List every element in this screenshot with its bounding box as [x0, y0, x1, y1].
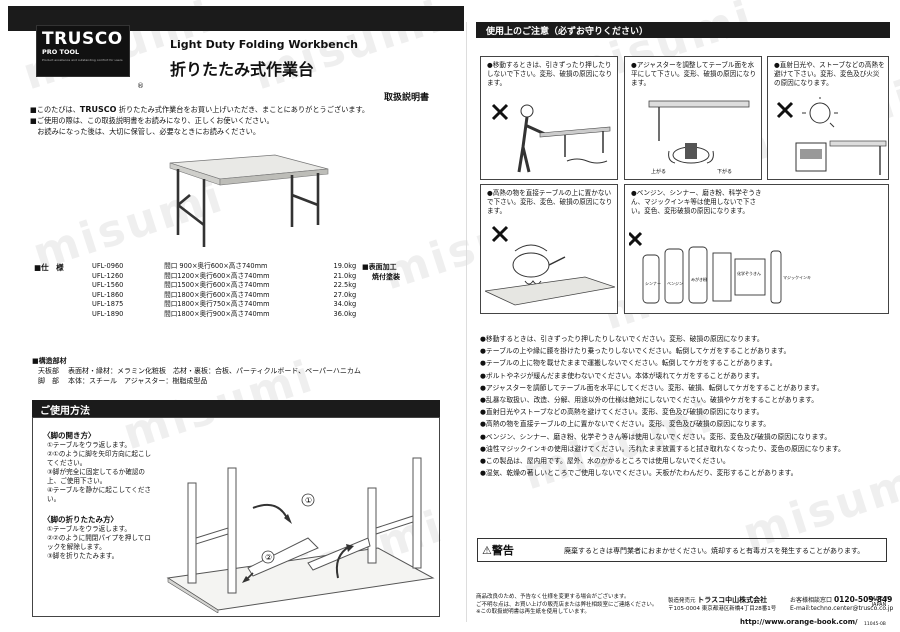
caution-item: ●テーブルの上や縁に腰を掛けたり乗ったりしないでください。転倒してケガをすること… [480, 347, 791, 356]
spec-model: UFL-1875 [92, 300, 124, 308]
caution-item: ●油性マジックインキの使用は避けてください。汚れたまま放置すると拭き取れなくなっ… [480, 444, 845, 453]
manual-label: 取扱説明書 [384, 93, 430, 103]
usage-header: ご使用方法 [32, 400, 440, 417]
caution-item: ●移動するときは、引きずったり押したりしないでください。変形、破損の原因になりま… [480, 335, 764, 343]
open-step: ②①のように脚を矢印方向に起こしてください。 [47, 450, 152, 467]
open-step: ③脚が完全に固定してるか確認の上、ご使用下さい。 [47, 468, 146, 485]
usage-box: 〈脚の開き方〉 ①テーブルをウラ返します。 ②①のように脚を矢印方向に起こしてく… [32, 417, 440, 617]
caution-panel-adjuster: ●アジャスターを調整してテーブル面を水平にして下さい。変形、破損の原因になります… [624, 56, 762, 180]
bottle-label: みがき粉 [691, 276, 707, 282]
doc-code: 11045-0B [864, 622, 886, 627]
spec-weight: 36.0kg [333, 309, 357, 318]
spec-size: 間口1500×奥行600×高さ740mm [164, 281, 270, 289]
finish-info: ■表面加工 焼付塗装 [362, 263, 400, 281]
leg-diagram: ① ② [166, 457, 435, 613]
fold-title: 〈脚の折りたたみ方〉 [43, 515, 118, 524]
spec-model: UFL-1560 [92, 281, 124, 289]
open-title: 〈脚の開き方〉 [43, 431, 96, 440]
spec-weight: 19.0kg [333, 262, 357, 270]
caution-panel-hot-object: ●高熱の物を直接テーブルの上に置かないで下さい。変形、変色、破損の原因になります… [480, 184, 618, 314]
made-in-japan: MADE IN JAPAN [868, 596, 890, 608]
bottle-label: シンナー [645, 280, 661, 286]
caution-item: ●高熱の物を直接テーブルの上に置かないでください。変形、変色及び破損の原因になり… [480, 420, 771, 429]
intro-text: ■このたびは、TRUSCO 折りたたみ式作業台をお買い上げいただき、まことにあり… [30, 105, 370, 136]
caution-panel-chemicals: ●ベンジン、シンナー、磨き粉、科学ぞうきん、マジックインキ等は使用しないで下さい… [624, 184, 889, 314]
spec-weight: 34.0kg [333, 300, 357, 308]
diagram-marker-1: ① [305, 496, 312, 505]
footer-contact: お客様相談窓口 0120-509-849 E-mail:techno.cente… [790, 595, 894, 613]
bottle-label: 化学ぞうきん [737, 270, 761, 276]
spec-size: 間口1800×奥行900×高さ740mm [164, 309, 270, 318]
caution-item: ●ベンジン、シンナー、磨き粉、化学ぞうきん等は使用しないでください。変形、変色及… [480, 432, 832, 441]
spec-size: 間口1800×奥行750×高さ740mm [164, 300, 270, 308]
fold-step: ③脚を折りたたみます。 [47, 552, 119, 560]
caution-header: 使用上のご注意（必ずお守りください） [476, 22, 890, 38]
fold-step: ①テーブルをウラ返します。 [47, 525, 131, 533]
registered-mark: ® [137, 82, 144, 90]
workbench-illustration [169, 154, 329, 247]
spec-size: 間口 900×奥行600×高さ740mm [164, 262, 268, 270]
adjuster-up-label: 上がる [651, 168, 666, 175]
spec-weight: 21.0kg [333, 271, 357, 280]
bottle-label: マジックインキ [783, 274, 811, 280]
page-title: 折りたたみ式作業台 [170, 60, 315, 79]
fold-step: ②②のように開閉パイプを押してロックを解除します。 [47, 534, 151, 551]
warning-box: ⚠警告 廃棄するときは専門業者におまかせください。焼却すると有毒ガスを発生するこ… [477, 538, 887, 562]
spec-label: ■仕 様 [34, 263, 64, 272]
caution-panel-heat: ●直射日光や、ストーブなどの高熱を避けて下さい。変形、変色及び火災の原因になりま… [767, 56, 889, 180]
spec-size: 間口1800×奥行600×高さ740mm [164, 290, 270, 299]
caution-item: ●この製品は、屋内用です。屋外、水のかかるところでは使用しないでください。 [480, 457, 730, 466]
spec-model: UFL-1890 [92, 309, 124, 318]
caution-item: ●テーブルの上に物を載せたままで運搬しないでください。転倒してケガをすることがあ… [480, 359, 777, 368]
open-step: ④テーブルを静かに起こしてください。 [47, 486, 152, 503]
caution-panel-move: ●移動するときは、引きずったり押したりしないで下さい。変形、破損の原因になります… [480, 56, 618, 180]
spec-model: UFL-1260 [92, 271, 124, 280]
footer-notes: 商品改良のため、予告なく仕様を変更する場合がございます。 ご不明な点は、お買い上… [476, 594, 658, 615]
spec-model: UFL-1860 [92, 290, 124, 299]
structure-info: ■構造部材 天板部表面材・縁材：メラミン化粧板 芯材・裏板：合板、パーティクルボ… [32, 357, 361, 385]
diagram-marker-2: ② [265, 553, 272, 562]
page-divider [466, 22, 467, 622]
caution-item: ●ボルトやネジが緩んだまま使わないでください。本体が壊れてケガをすることがありま… [480, 371, 764, 380]
open-step: ①テーブルをウラ返します。 [47, 441, 131, 449]
trusco-logo: TRUSCO PRO TOOL Product excellence and o… [36, 25, 130, 77]
footer-url[interactable]: http://www.orange-book.com/ [740, 618, 858, 626]
caution-item: ●湿気、乾燥の著しいところでご使用しないでください。天板がたわんだり、変形するこ… [480, 469, 798, 478]
english-title: Light Duty Folding Workbench [170, 38, 358, 51]
caution-item: ●アジャスターを調節してテーブル面を水平にしてください。変形、破損、転倒してケガ… [480, 383, 824, 392]
footer-maker: 製造発売元 トラスコ中山株式会社 〒105-0004 東京都港区新橋4丁目28番… [668, 596, 777, 612]
caution-list: ●移動するときは、引きずったり押したりしないでください。変形、破損の原因になりま… [480, 333, 890, 479]
spec-weight: 22.5kg [333, 281, 357, 289]
caution-item: ●乱暴な取扱い、改造、分解、用途以外の仕様は絶対にしないでください。破損やケガを… [480, 396, 819, 405]
warning-label: ⚠警告 [482, 544, 514, 557]
caution-item: ●直射日光やストーブなどの高熱を避けてください。変形、変色及び破損の原因になりま… [480, 408, 764, 417]
warning-text: 廃棄するときは専門業者におまかせください。焼却すると有毒ガスを発生することがあり… [564, 547, 865, 555]
bottle-label: ベンジン [667, 281, 683, 286]
adjuster-down-label: 下がる [717, 168, 732, 175]
spec-table: UFL-0960 UFL-1260 UFL-1560 UFL-1860 UFL-… [92, 262, 356, 319]
spec-model: UFL-0960 [92, 262, 124, 270]
spec-weight: 27.0kg [333, 290, 357, 299]
spec-size: 間口1200×奥行600×高さ740mm [164, 271, 270, 280]
